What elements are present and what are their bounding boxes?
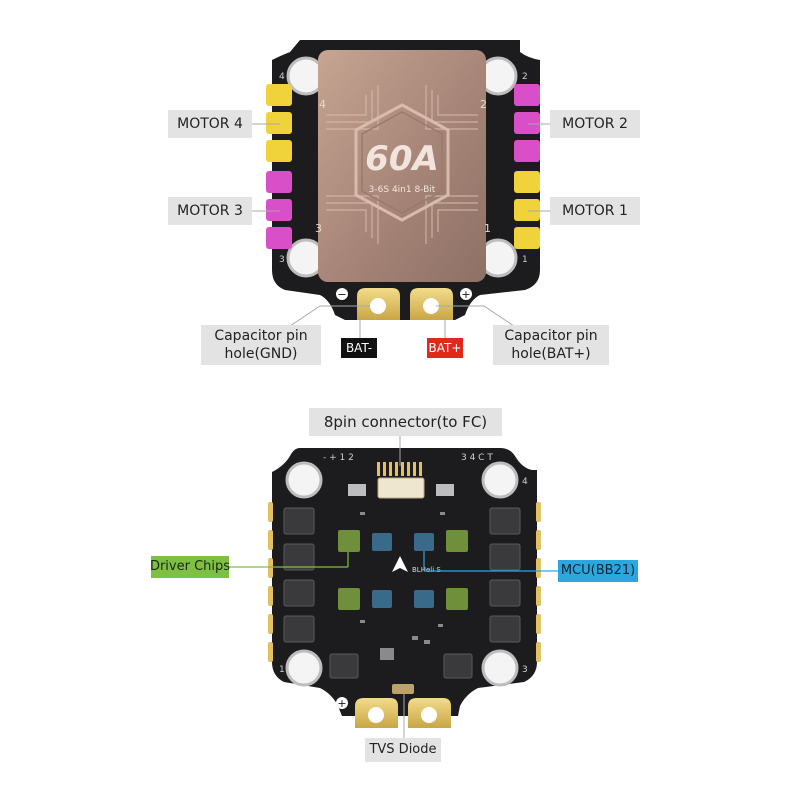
motor2-pads (514, 84, 540, 162)
bottom-number-4: 4 (522, 477, 528, 487)
svg-text:+: + (337, 697, 346, 710)
bottom-number-3: 3 (522, 665, 528, 675)
motor1-pads (514, 171, 540, 249)
label-motor4: MOTOR 4 (168, 110, 252, 138)
mcu-chips (372, 533, 434, 608)
bottom-esc-board: - + 1 2 3 4 C T (268, 448, 541, 728)
mosfets (283, 507, 521, 679)
bottom-hole-bl (285, 649, 323, 687)
minus-marker (336, 288, 348, 300)
label-cap-bat: Capacitor pin hole(BAT+) (493, 325, 609, 365)
tvs-diode (392, 684, 414, 694)
motor4-pads (266, 84, 292, 162)
top-leaders (250, 123, 550, 340)
cap-number-4: 4 (319, 98, 326, 111)
bottom-hole-tr (481, 461, 519, 499)
pin-label-left: - + 1 2 (323, 453, 354, 463)
cap-number-3: 3 (315, 222, 322, 235)
svg-text:+: + (461, 288, 470, 301)
side-pins (268, 502, 541, 662)
label-motor3: MOTOR 3 (168, 197, 252, 225)
pcb-number-4: 4 (279, 72, 285, 82)
label-motor2: MOTOR 2 (550, 110, 640, 138)
pcb-number-2: 2 (522, 72, 528, 82)
bottom-hole-br (481, 649, 519, 687)
driver-chips (338, 530, 468, 610)
mcu-leader (423, 551, 560, 572)
label-bat-plus: BAT+ (427, 338, 463, 358)
label-connector: 8pin connector(to FC) (309, 408, 502, 436)
pin-label-right: 3 4 C T (461, 453, 493, 463)
pcb-number-3: 3 (279, 255, 285, 265)
brand-arrow-icon (392, 556, 408, 572)
driver-leader (228, 552, 349, 568)
label-driver-chips: Driver Chips (150, 556, 230, 578)
cap-number-1: 1 (484, 222, 491, 235)
bottom-number-1: 1 (279, 665, 285, 675)
connector-pins (377, 462, 422, 476)
svg-text:−: − (337, 288, 346, 301)
brand-text: BLHeli S (412, 566, 441, 574)
label-tvs-diode: TVS Diode (365, 738, 441, 762)
pcb-number-1: 1 (522, 255, 528, 265)
bottom-hole-tl (285, 461, 323, 499)
bottom-leaders (399, 436, 405, 738)
bottom-plus-marker (336, 697, 348, 709)
small-components (360, 512, 445, 660)
label-motor1: MOTOR 1 (550, 197, 640, 225)
copper-cap (318, 50, 486, 282)
bottom-pcb (272, 448, 537, 716)
top-esc-board: 4 2 3 1 60A 3-6S 4in1 8-Bit 4 2 3 1 (266, 40, 540, 320)
rating-sub: 3-6S 4in1 8-Bit (369, 185, 436, 195)
cap-hexagon (354, 103, 450, 222)
connector-8pin (377, 477, 425, 499)
cap-number-2: 2 (480, 98, 487, 111)
motor3-pads (266, 171, 292, 249)
label-bat-minus: BAT- (341, 338, 377, 358)
label-mcu: MCU(BB21) (558, 560, 638, 582)
plus-marker (460, 288, 472, 300)
rating-big: 60A (365, 139, 439, 179)
label-cap-gnd: Capacitor pin hole(GND) (201, 325, 321, 365)
